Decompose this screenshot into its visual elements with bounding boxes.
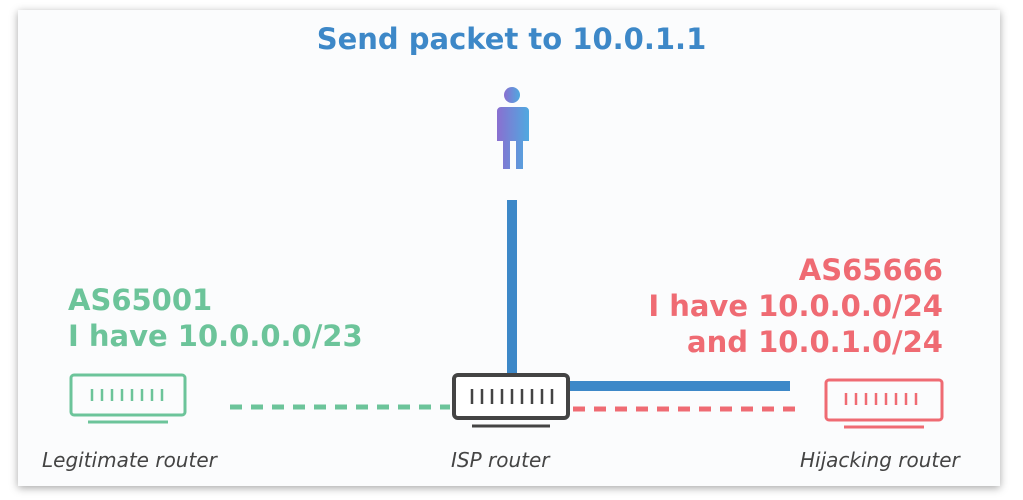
isp-router-icon	[452, 373, 570, 428]
hijacking-claim-2: and 10.0.1.0/24	[687, 325, 943, 359]
hijacking-claim-1: I have 10.0.0.0/24	[648, 289, 943, 323]
diagram-title: Send packet to 10.0.1.1	[316, 22, 707, 56]
hijacking-as: AS65666	[798, 253, 943, 287]
legitimate-claim: I have 10.0.0.0/23	[68, 319, 363, 353]
isp-router-label: ISP router	[451, 448, 550, 472]
blue-path-vertical	[507, 200, 517, 378]
hijacking-router-announcement: AS65666 I have 10.0.0.0/24 and 10.0.1.0/…	[648, 252, 943, 360]
legitimate-router-announcement: AS65001 I have 10.0.0.0/23	[68, 282, 363, 354]
legitimate-router-label: Legitimate router	[42, 448, 217, 472]
hijacking-router-icon	[824, 378, 944, 429]
legitimate-as: AS65001	[68, 283, 213, 317]
user-icon	[497, 87, 529, 169]
hijacking-router-label: Hijacking router	[800, 448, 960, 472]
legitimate-router-icon	[69, 373, 187, 424]
blue-path-horizontal	[568, 381, 790, 391]
